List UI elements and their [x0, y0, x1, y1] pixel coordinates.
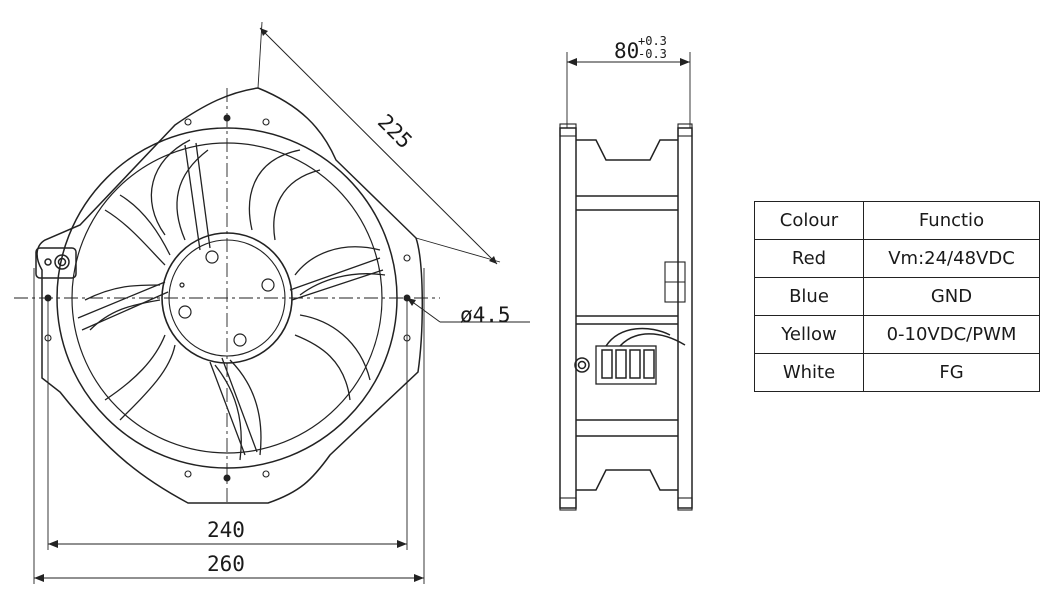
dimension-labels: 225 ø4.5 240 260 80 +0.3 -0.3	[207, 34, 667, 576]
dim-hole-diameter-label: ø4.5	[460, 303, 511, 327]
hub-holes	[178, 250, 275, 347]
dim-80-tol-plus: +0.3	[638, 34, 667, 48]
table-header-row: Colour Functio	[754, 201, 1040, 240]
table-cell: FG	[863, 353, 1040, 392]
fan-struts	[77, 142, 384, 456]
fan-front-view	[14, 21, 690, 584]
dim-80-tol-minus: -0.3	[638, 47, 667, 61]
table-row: Blue GND	[754, 277, 1040, 316]
arrowheads	[34, 28, 690, 582]
table-row: Yellow 0-10VDC/PWM	[754, 315, 1040, 354]
table-cell: Blue	[754, 277, 864, 316]
table-header-cell: Colour	[754, 201, 864, 240]
table-header-cell: Functio	[863, 201, 1040, 240]
flange-hole	[262, 470, 270, 478]
flange-hole	[184, 470, 192, 478]
connector-block	[574, 327, 686, 385]
table-row: Red Vm:24/48VDC	[754, 239, 1040, 278]
table-cell: White	[754, 353, 864, 392]
table-row: White FG	[754, 353, 1040, 392]
dimension-lines	[34, 27, 690, 579]
table-cell: GND	[863, 277, 1040, 316]
fan-body	[576, 139, 678, 491]
table-cell: Yellow	[754, 315, 864, 354]
fan-side-view	[559, 52, 693, 511]
flange-hole	[403, 254, 411, 262]
dim-240-label: 240	[207, 518, 245, 542]
flange-hole	[262, 118, 270, 126]
dim-80-label: 80	[614, 39, 639, 63]
flange-hole	[184, 118, 192, 126]
table-cell: Vm:24/48VDC	[863, 239, 1040, 278]
table-cell: 0-10VDC/PWM	[863, 315, 1040, 354]
fan-blades	[84, 139, 386, 461]
ground-lug	[35, 247, 77, 279]
center-lines	[14, 88, 440, 506]
table-cell: Red	[754, 239, 864, 278]
wire-function-table: Colour Functio Red Vm:24/48VDC Blue GND …	[754, 201, 1040, 392]
rear-flange	[677, 127, 693, 509]
dim-260-label: 260	[207, 552, 245, 576]
front-flange	[559, 127, 577, 509]
mounting-hole	[223, 474, 231, 482]
